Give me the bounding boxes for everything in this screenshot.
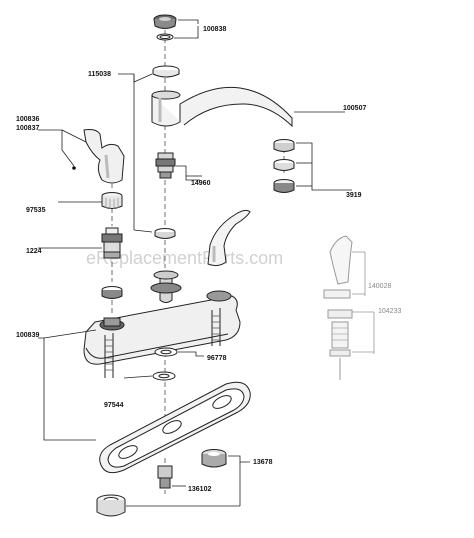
part-drawing-side-spray [323,235,353,380]
part-drawing-deck-plate [99,381,251,474]
part-drawing-136102-clip [157,465,173,489]
part-drawing-washer-o-ring [154,228,176,239]
part-labels: 100838 115038 100507 100836 100837 14960… [16,26,401,493]
part-drawing-100836-handle [72,129,125,184]
label-100838: 100838 [203,26,226,33]
label-1224: 1224 [26,248,42,255]
part-drawing-96778-washer [154,347,178,357]
part-drawing-right-handle [207,209,251,267]
part-drawing-100838-cap [153,14,177,41]
part-drawing-3919-aerator [273,139,295,193]
label-140028: 140028 [368,283,391,290]
part-drawing-115038-ring [152,65,180,78]
label-100836: 100836 [16,116,39,123]
part-drawing-washer-small [101,286,123,299]
label-97544: 97544 [104,402,124,409]
label-115038: 115038 [88,71,111,78]
part-drawing-97535-collar [101,192,123,209]
label-100839: 100839 [16,332,39,339]
label-100507: 100507 [343,105,366,112]
label-100837: 100837 [16,125,39,132]
label-96778: 96778 [207,355,227,362]
part-drawing-1224-cartridge [101,227,123,259]
label-104233: 104233 [378,308,401,315]
label-136102: 136102 [188,486,211,493]
label-97535: 97535 [26,207,46,214]
label-14960: 14960 [191,180,211,187]
watermark: eReplacementParts.com [86,248,283,268]
part-drawing-100507-spout [151,86,293,128]
label-13678: 13678 [253,459,273,466]
part-drawing-13678-spray-base [201,449,227,468]
part-drawing-97544-washer [152,371,176,381]
part-drawing-100839-faucet-body [83,270,241,378]
label-3919: 3919 [346,192,362,199]
leader-lines [38,19,375,507]
part-drawing-bottom-nut [96,494,126,517]
part-drawing-14960-cartridge [155,152,176,179]
